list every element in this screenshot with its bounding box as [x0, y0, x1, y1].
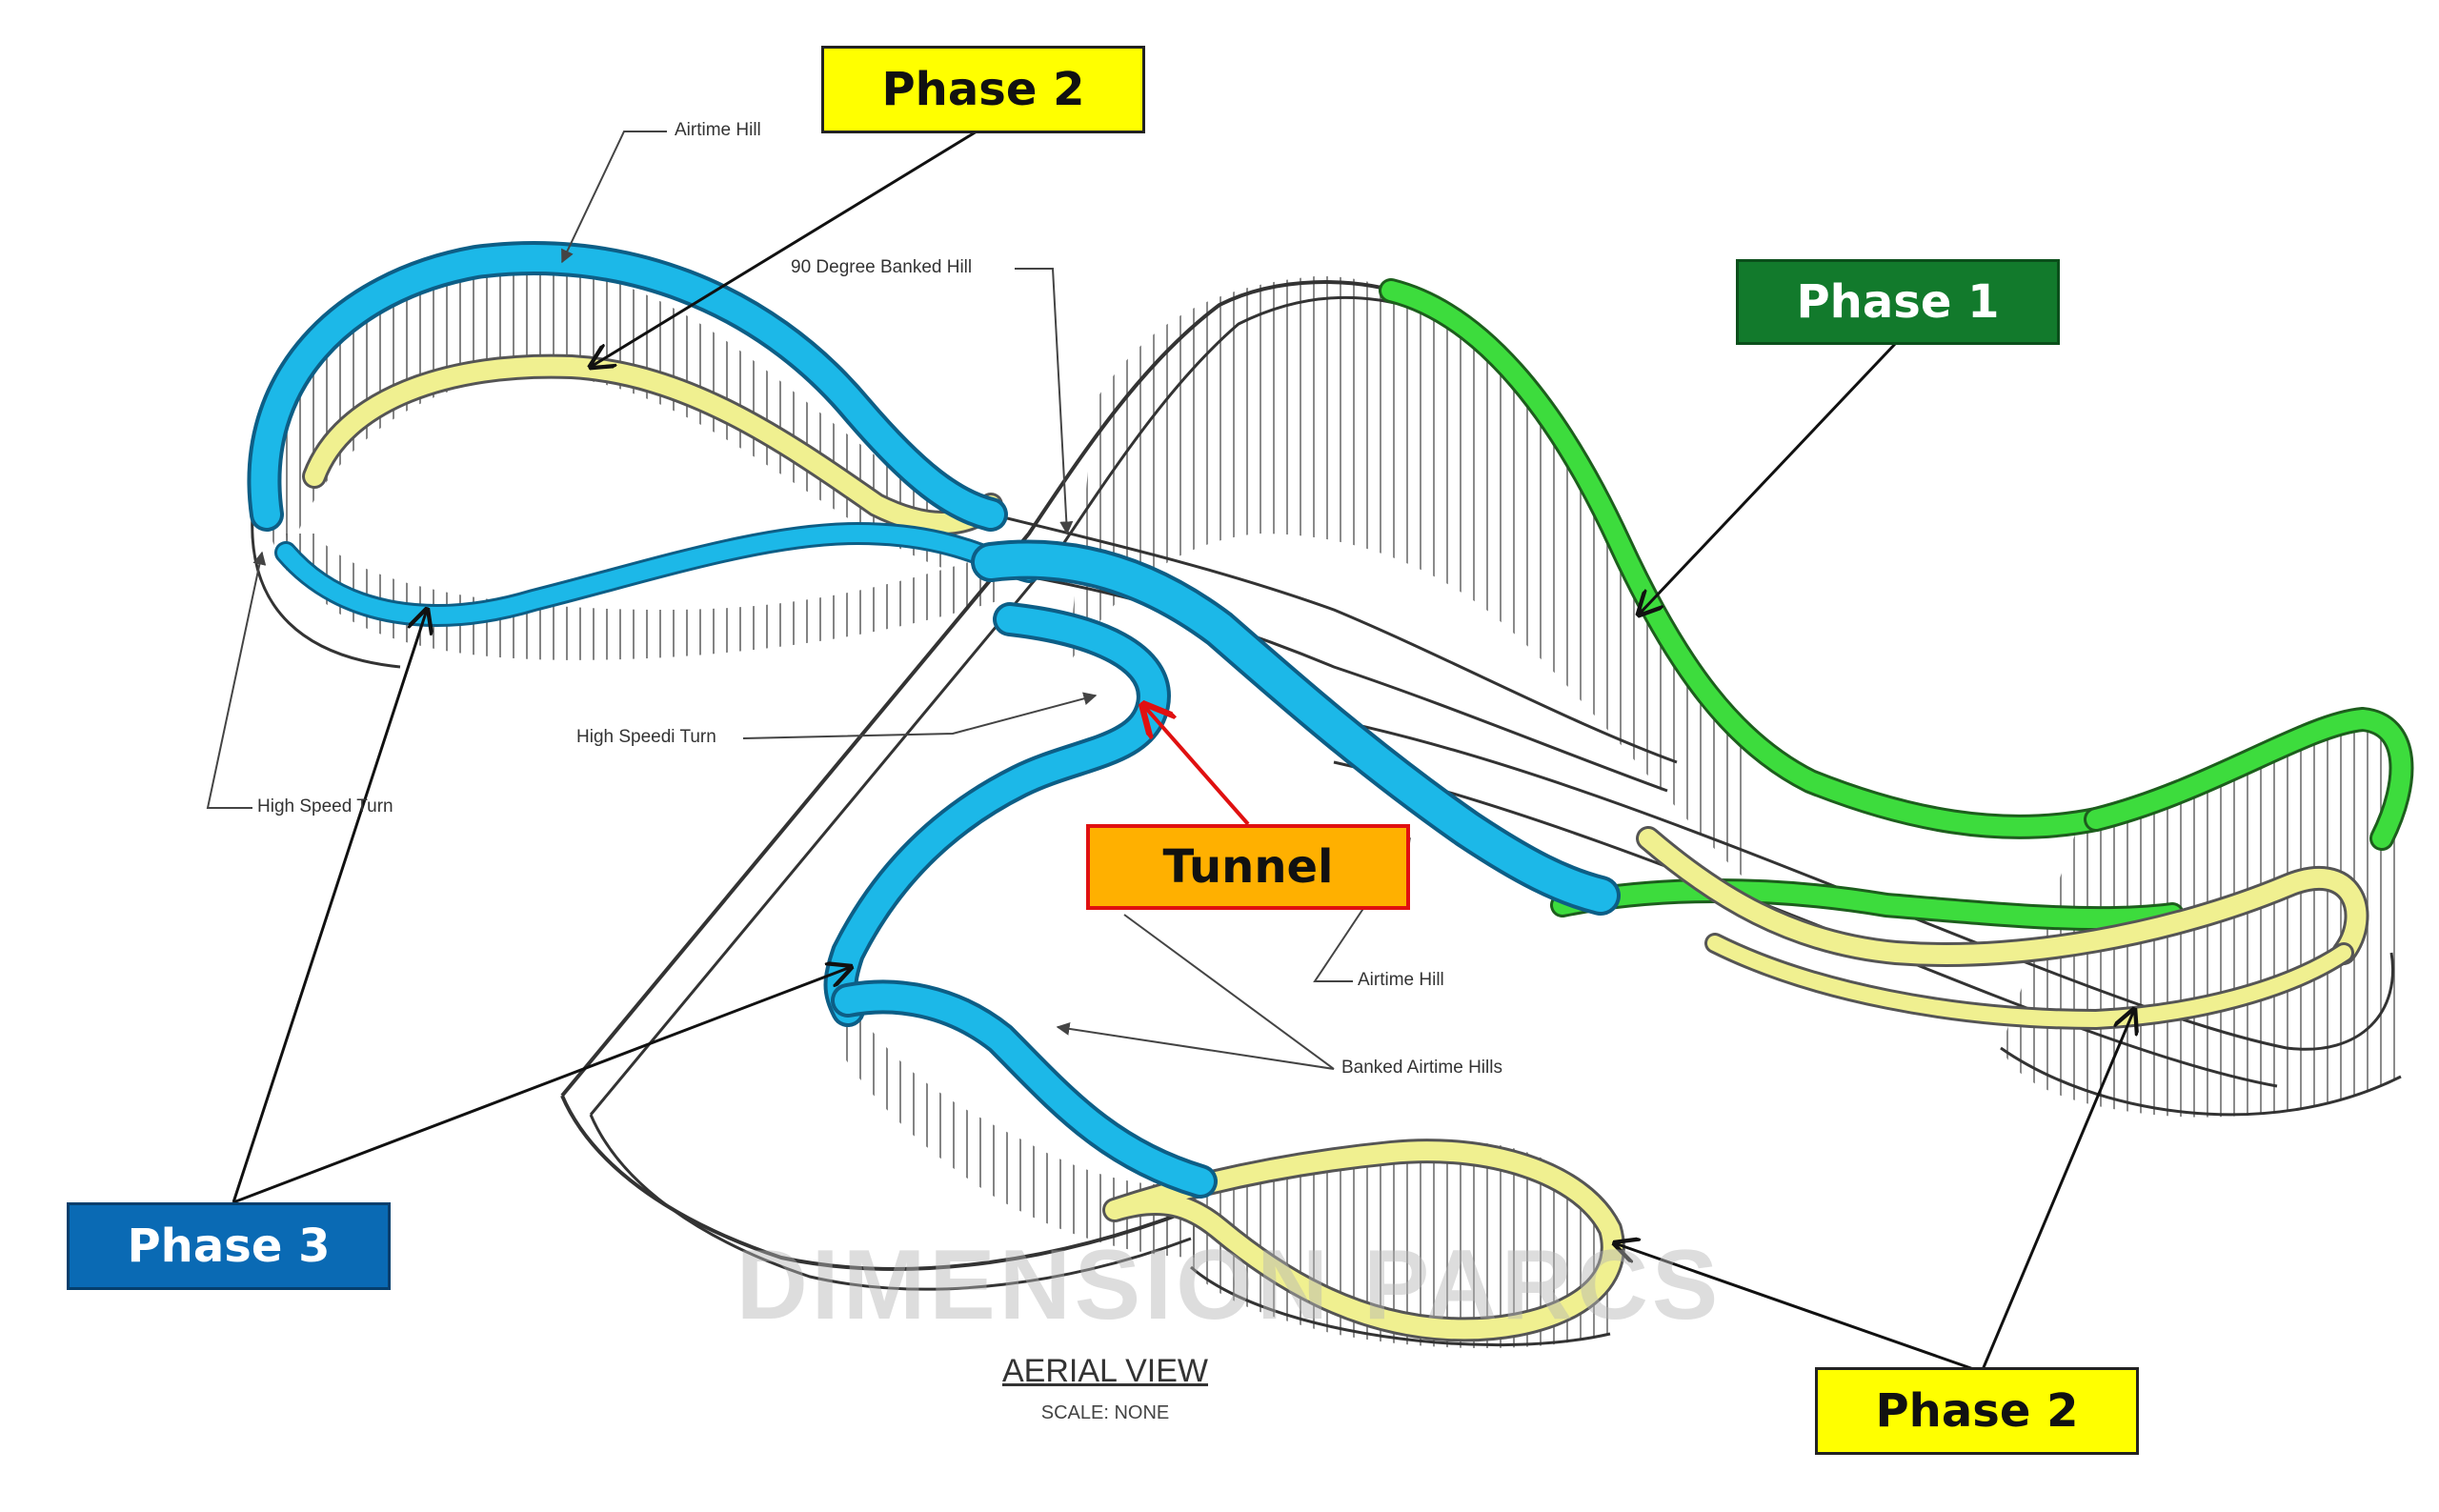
watermark: DIMENSION PARCS	[736, 1230, 1723, 1341]
view-title: AERIAL VIEW	[1001, 1353, 1209, 1389]
label-airtime-hill-top: Airtime Hill	[675, 120, 761, 140]
callout-tunnel: Tunnel	[1086, 824, 1410, 910]
support-structure	[252, 268, 2401, 1348]
scale-note: SCALE: NONE	[1040, 1402, 1170, 1423]
callout-phase2-top: Phase 2	[821, 46, 1145, 133]
label-airtime-hill-center: Airtime Hill	[1358, 970, 1444, 990]
track-outline	[251, 280, 2402, 1347]
phase3-track	[247, 240, 1621, 1199]
phase1-track	[1379, 278, 2414, 932]
callout-phase2-bottom: Phase 2	[1815, 1367, 2139, 1455]
label-high-speed-turn-left: High Speed Turn	[257, 796, 393, 816]
phase2-track	[302, 353, 2369, 1342]
callout-arrows	[232, 127, 2134, 1374]
label-banked-airtime-hills: Banked Airtime Hills	[1341, 1058, 1502, 1078]
label-high-speed-turn-center: High Speedi Turn	[576, 727, 716, 747]
callout-phase3: Phase 3	[67, 1202, 391, 1290]
label-banked-hill: 90 Degree Banked Hill	[791, 257, 973, 277]
callout-phase1: Phase 1	[1736, 259, 2060, 345]
